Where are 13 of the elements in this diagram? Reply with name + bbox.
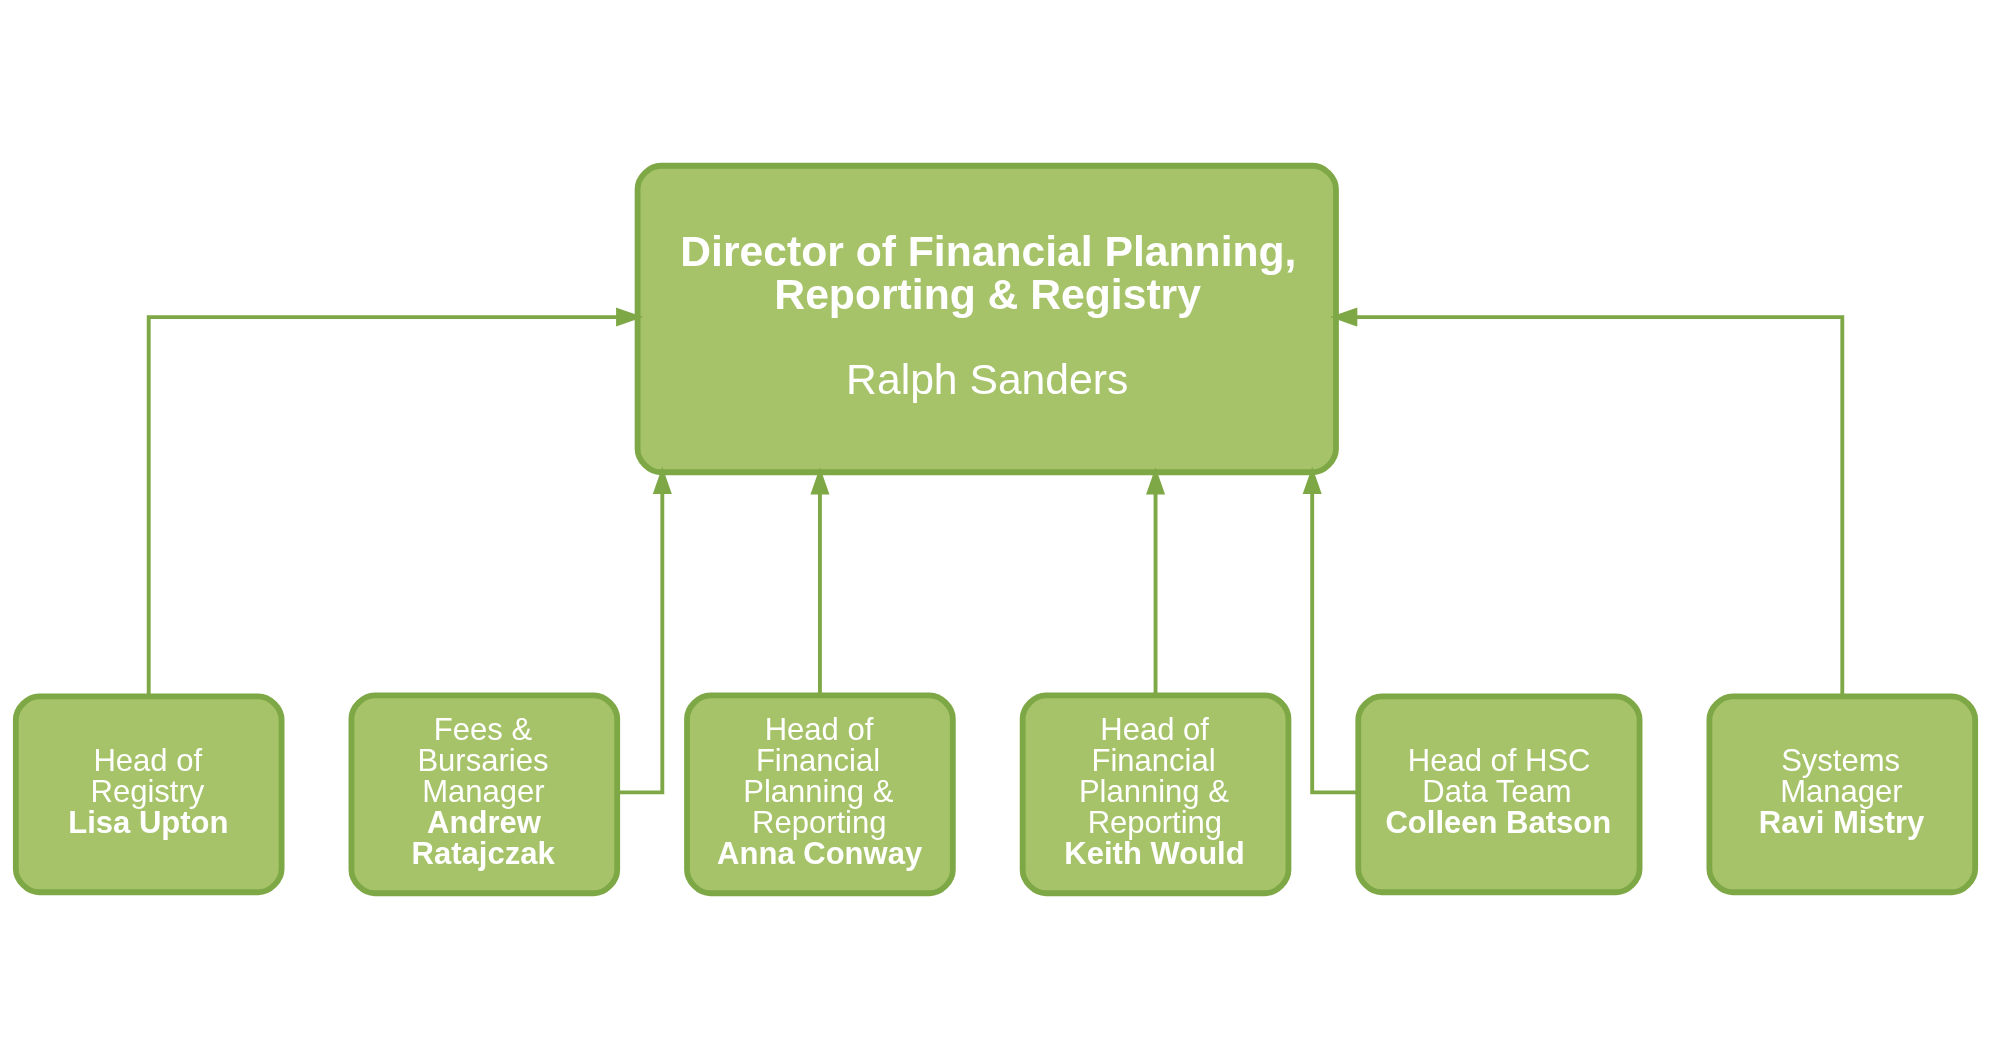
arrow bbox=[1146, 466, 1166, 695]
node-box: Head of Financial Planning & Reporting Anna Conway bbox=[684, 691, 956, 896]
arrow bbox=[617, 466, 672, 794]
node-box: Fees & Bursaries Manager Andrew Ratajczak bbox=[348, 691, 621, 896]
node-box: Head of Registry Lisa Upton bbox=[12, 692, 285, 895]
node-box: Head of Financial Planning & Reporting Keith Would bbox=[1019, 691, 1292, 896]
node-box: Head of HSC Data Team Colleen Batson bbox=[1355, 692, 1643, 895]
arrow bbox=[1330, 307, 1845, 696]
arrow bbox=[146, 307, 644, 696]
arrow bbox=[1302, 466, 1358, 794]
node-box: Director of Financial Planning, Reporting & Registry Ralph Sanders bbox=[634, 162, 1339, 475]
arrow bbox=[810, 466, 830, 695]
node-box: Systems Manager Ravi Mistry bbox=[1706, 692, 1979, 895]
